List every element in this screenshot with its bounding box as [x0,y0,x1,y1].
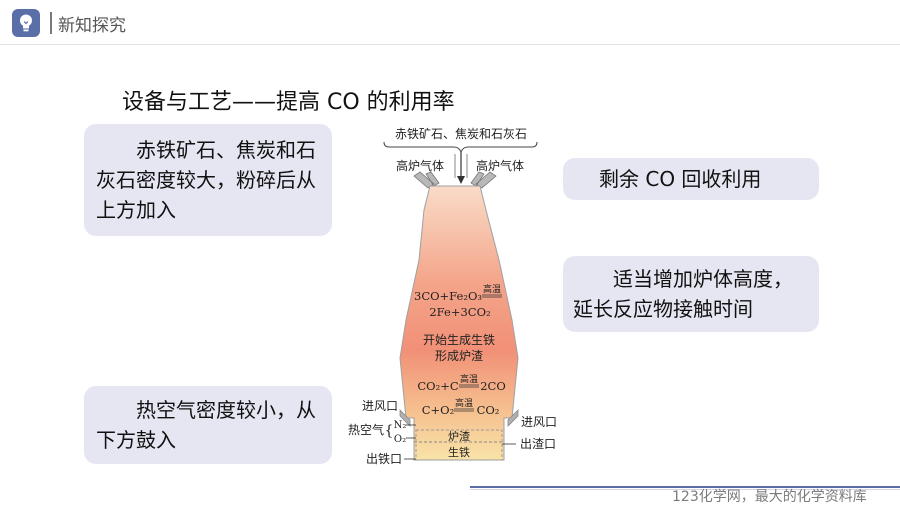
hearth-box [415,429,503,461]
top-brace [383,141,538,154]
reaction3-cond: 高温 [455,397,473,409]
slag-outlet-label: 出渣口 [520,437,556,451]
blast-furnace-svg: 赤铁矿石、焦炭和石灰石 高炉气体 高炉气体 3CO+Fe₂O₃ 高温 2Fe+3… [348,127,557,466]
blast-furnace-diagram: 赤铁矿石、焦炭和石灰石 高炉气体 高炉气体 3CO+Fe₂O₃ 高温 2Fe+3… [336,120,572,472]
header: 新知探究 [0,0,900,44]
slag-label: 炉渣 [448,429,470,443]
card-furnace-height-text: 适当增加炉体高度，延长反应物接触时间 [573,267,793,321]
iron-outlet-label: 出铁口 [366,452,402,466]
iron-start-line1: 开始生成生铁 [423,333,495,347]
header-divider [50,12,52,34]
reaction2-left: CO₂+C [417,379,458,393]
card-hot-air: 热空气密度较小，从下方鼓入 [84,386,332,464]
footer-accent-line [470,486,900,488]
gas-left-label: 高炉气体 [396,158,444,173]
header-title: 新知探究 [58,16,126,36]
reaction3-left: C+O₂ [422,403,454,417]
card-co-recycle: 剩余 CO 回收利用 [563,158,819,200]
card-co-recycle-text: 剩余 CO 回收利用 [599,167,762,191]
n2-label: N₂ [394,420,407,431]
gas-right-label: 高炉气体 [476,158,524,173]
iron-start-line2: 形成炉渣 [435,349,483,363]
gas-pipe-left [413,171,440,189]
reaction3-right: CO₂ [477,403,500,417]
reaction2-right: 2CO [480,379,506,393]
iron-label: 生铁 [448,445,470,459]
inlet-right-label: 进风口 [521,415,557,429]
footer-watermark: 123化学网，最大的化学资料库 [672,489,867,505]
gas-pipe-right [470,171,497,189]
footer-light-line [470,489,900,490]
header-underline [0,44,900,45]
reaction1-right: 2Fe+3CO₂ [429,305,490,319]
o2-label: O₂ [394,434,406,445]
lightbulb-icon [20,14,32,32]
card-hot-air-text: 热空气密度较小，从下方鼓入 [96,398,316,452]
reaction2-cond: 高温 [460,373,478,385]
card-ore-input: 赤铁矿石、焦炭和石灰石密度较大，粉碎后从上方加入 [84,124,332,236]
reaction1-cond: 高温 [483,283,501,295]
hot-air-label: 热空气 [348,422,384,437]
reaction1-left: 3CO+Fe₂O₃ [414,289,482,303]
slide-title: 设备与工艺——提高 CO 的利用率 [122,90,455,115]
furnace-body [399,185,519,461]
card-ore-input-text: 赤铁矿石、焦炭和石灰石密度较大，粉碎后从上方加入 [96,138,316,222]
inlet-left-label: 进风口 [362,399,398,413]
card-furnace-height: 适当增加炉体高度，延长反应物接触时间 [563,256,819,332]
tuyere-left [399,409,411,427]
logo [12,9,40,37]
hot-air-brace: { [385,423,394,439]
top-feed-label: 赤铁矿石、焦炭和石灰石 [395,127,527,141]
tuyere-right [507,409,519,427]
